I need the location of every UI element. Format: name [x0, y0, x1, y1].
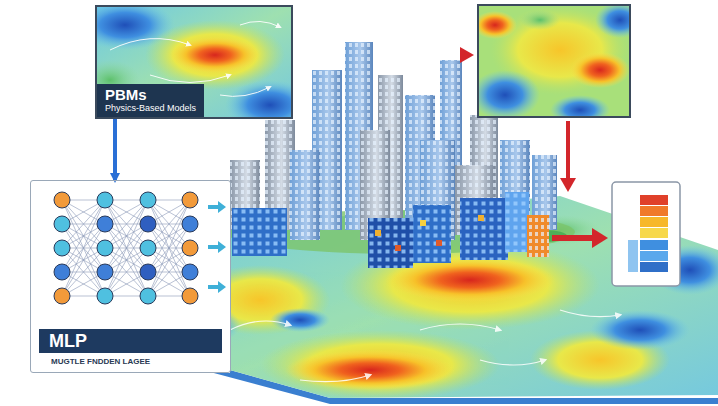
node-title: MLP	[39, 329, 222, 353]
network-link	[105, 224, 148, 296]
neuron	[97, 240, 113, 256]
neuron	[54, 264, 70, 280]
neuron	[54, 240, 70, 256]
neuron	[140, 192, 156, 208]
neuron	[140, 240, 156, 256]
process-arrows	[298, 47, 608, 248]
neuron	[140, 288, 156, 304]
panel-frame	[478, 5, 630, 117]
network-box: MLPMUGTLE FNDDEN LAGEE	[30, 180, 231, 373]
network-link	[148, 224, 190, 296]
network-link	[62, 224, 105, 296]
network-link	[62, 200, 105, 272]
heatmap-panel	[95, 5, 293, 119]
neuron	[54, 192, 70, 208]
node-subtitle: Physics-Based Models	[105, 103, 196, 114]
neuron	[97, 192, 113, 208]
neuron	[97, 216, 113, 232]
neuron	[182, 240, 198, 256]
network-link	[148, 200, 190, 272]
network-link	[62, 200, 105, 272]
neuron	[97, 264, 113, 280]
neuron	[140, 216, 156, 232]
neuron	[140, 264, 156, 280]
network-link	[148, 200, 190, 272]
network-link	[105, 224, 148, 296]
label-band: PBMsPhysics-Based Models	[97, 84, 204, 117]
neuron	[97, 288, 113, 304]
label-area: MLPMUGTLE FNDDEN LAGEE	[39, 329, 222, 368]
network-panel	[30, 180, 230, 373]
neuron	[182, 264, 198, 280]
node-title: PBMs	[105, 87, 196, 103]
neuron	[54, 288, 70, 304]
network-link	[105, 200, 148, 272]
network-link	[105, 200, 148, 272]
neuron	[182, 192, 198, 208]
output-icon	[612, 182, 680, 286]
network-link	[148, 224, 190, 296]
node-subtitle: MUGTLE FNDDEN LAGEE	[39, 353, 222, 368]
network-link	[62, 224, 105, 296]
neuron	[182, 288, 198, 304]
heatmap-panel	[478, 5, 630, 117]
model-panel: PBMsPhysics-Based Models	[95, 5, 293, 119]
neuron	[54, 216, 70, 232]
flow-arrow	[113, 119, 117, 180]
neuron	[182, 216, 198, 232]
